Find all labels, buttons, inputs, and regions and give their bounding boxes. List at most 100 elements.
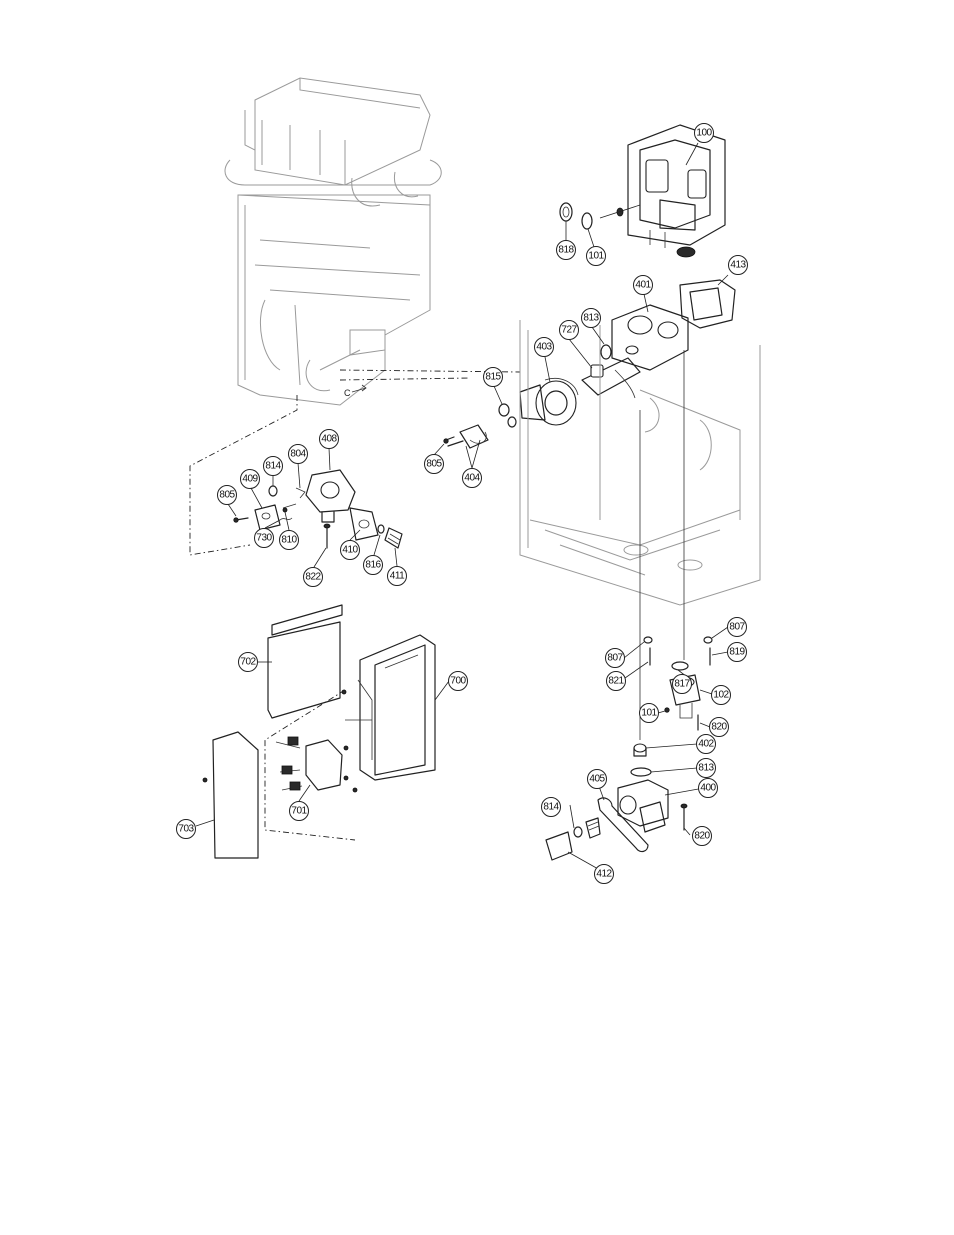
balloon-813-lower: 813	[697, 759, 716, 778]
valve-body-400	[618, 780, 668, 832]
balloon-821: 821	[607, 672, 626, 691]
balloon-101-upper: 101	[587, 247, 606, 266]
svg-text:100: 100	[696, 128, 712, 139]
balloon-400: 400	[699, 779, 718, 798]
valve-body-408	[306, 470, 355, 522]
balloon-413: 413	[729, 256, 748, 275]
screws-700	[203, 690, 357, 792]
svg-text:410: 410	[342, 545, 358, 556]
balloon-402: 402	[697, 735, 716, 754]
svg-text:413: 413	[730, 260, 746, 271]
balloon-410: 410	[341, 541, 360, 560]
cap-402	[634, 744, 646, 756]
svg-text:411: 411	[390, 571, 405, 582]
front-panel-703	[213, 732, 258, 858]
filter-411	[385, 528, 402, 548]
svg-text:807: 807	[729, 622, 745, 633]
balloon-102: 102	[712, 686, 731, 705]
pin-804	[296, 488, 305, 498]
balloon-411: 411	[388, 567, 407, 586]
balloon-805-upper: 805	[425, 455, 444, 474]
svg-text:807: 807	[607, 653, 623, 664]
balloon-815: 815	[484, 368, 503, 387]
balloon-702: 702	[239, 653, 258, 672]
svg-text:102: 102	[713, 690, 729, 701]
balloon-701: 701	[290, 802, 309, 821]
balloon-822: 822	[304, 568, 323, 587]
balloon-727: 727	[560, 321, 579, 340]
svg-text:819: 819	[729, 647, 745, 658]
fan-motor-403	[520, 378, 578, 425]
seal-814-left	[269, 486, 277, 496]
gasket-101-lower	[665, 708, 669, 712]
balloon-700: 700	[449, 672, 468, 691]
svg-text:805: 805	[219, 490, 235, 501]
o-ring-815	[499, 404, 516, 427]
balloon-804: 804	[289, 445, 308, 464]
svg-text:815: 815	[485, 372, 501, 383]
o-ring-813-upper	[601, 345, 611, 359]
balloon-807-left: 807	[606, 649, 625, 668]
svg-text:810: 810	[281, 535, 297, 546]
svg-text:814: 814	[265, 461, 281, 472]
transformer-701	[276, 737, 342, 790]
gasket-101-upper	[582, 208, 623, 229]
svg-text:702: 702	[240, 657, 256, 668]
leader-lines	[196, 143, 728, 835]
balloon-100: 100	[695, 124, 714, 143]
svg-text:401: 401	[635, 280, 651, 291]
balloon-820-lower: 820	[693, 827, 712, 846]
o-ring-818	[560, 203, 572, 221]
balloon-404: 404	[463, 469, 482, 488]
washer-807-left	[644, 637, 652, 643]
balloon-412: 412	[595, 865, 614, 884]
balloon-403: 403	[535, 338, 554, 357]
svg-text:818: 818	[558, 245, 574, 256]
svg-text:814: 814	[543, 802, 559, 813]
o-ring-813-lower	[631, 768, 651, 776]
screw-805-upper	[444, 437, 463, 446]
screw-822	[324, 524, 330, 548]
svg-text:101: 101	[588, 251, 604, 262]
svg-text:700: 700	[450, 676, 466, 687]
balloon-401: 401	[634, 276, 653, 295]
svg-text:408: 408	[321, 434, 337, 445]
gasket-410	[350, 508, 378, 540]
balloon-813-upper: 813	[582, 309, 601, 328]
svg-text:730: 730	[256, 533, 272, 544]
balloon-820-upper: 820	[710, 718, 729, 737]
svg-text:402: 402	[698, 739, 714, 750]
balloon-405: 405	[588, 770, 607, 789]
cover-702	[268, 605, 342, 718]
svg-text:404: 404	[464, 473, 480, 484]
heat-exchanger-ghost	[225, 78, 441, 405]
gas-valve-100	[628, 125, 725, 257]
leader	[568, 852, 600, 870]
balloon-101-lower: 101	[640, 704, 659, 723]
svg-text:820: 820	[711, 722, 727, 733]
svg-text:822: 822	[305, 572, 321, 583]
screw-805-lower	[234, 518, 248, 522]
part-balloons: 100 818 101 413 401 813 727 403 815 805 …	[177, 124, 748, 884]
balloon-703: 703	[177, 820, 196, 839]
svg-text:703: 703	[178, 824, 194, 835]
balloon-408: 408	[320, 430, 339, 449]
control-box-700	[345, 635, 435, 780]
svg-text:701: 701	[291, 806, 307, 817]
svg-text:820: 820	[694, 831, 710, 842]
o-ring-817	[672, 662, 688, 670]
balloon-814-right: 814	[542, 798, 561, 817]
pin-810	[283, 504, 296, 512]
balloon-807-right: 807	[728, 618, 747, 637]
svg-text:813: 813	[698, 763, 714, 774]
balloon-816: 816	[364, 556, 383, 575]
svg-text:403: 403	[536, 342, 552, 353]
svg-text:817: 817	[674, 679, 690, 690]
svg-text:805: 805	[426, 459, 442, 470]
balloon-805-lower: 805	[218, 486, 237, 505]
balloon-730: 730	[255, 529, 274, 548]
svg-text:813: 813	[583, 313, 599, 324]
balloon-409: 409	[241, 470, 260, 489]
svg-text:816: 816	[365, 560, 381, 571]
screw-820-lower	[681, 804, 687, 830]
